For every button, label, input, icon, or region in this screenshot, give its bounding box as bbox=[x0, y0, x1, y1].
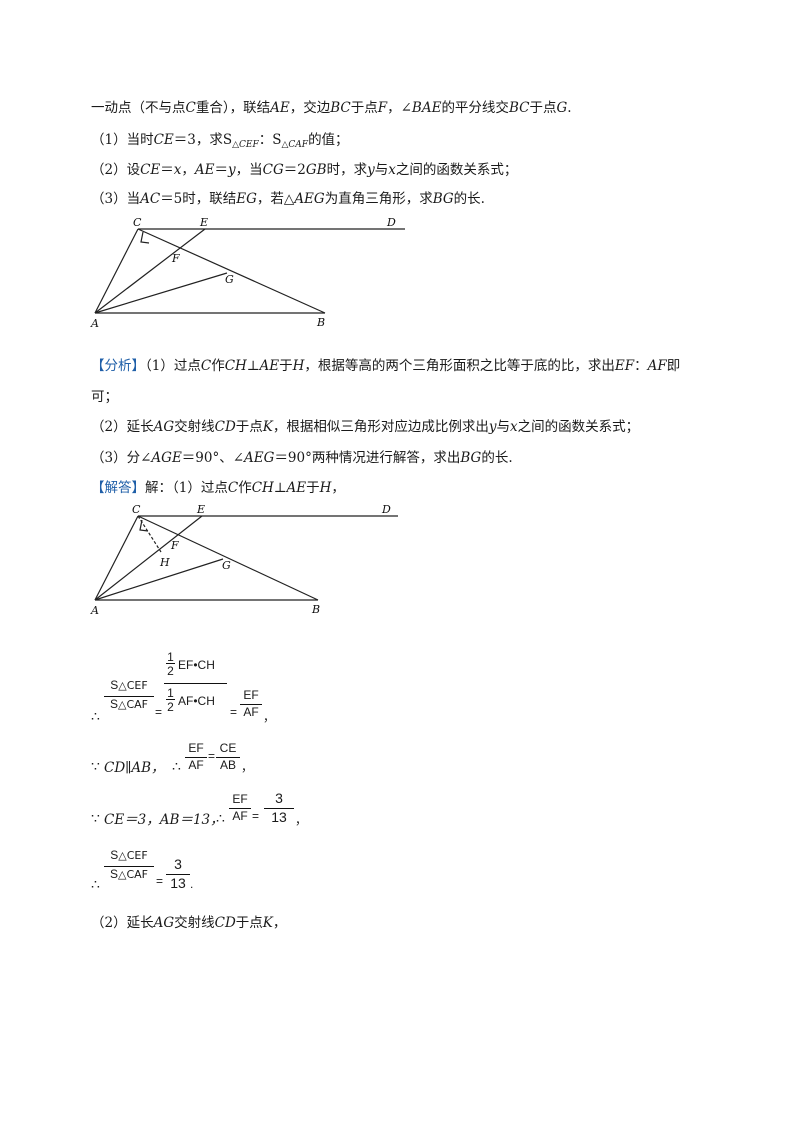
solution-line-2: （2）延长AG交射线CD于点K， bbox=[91, 915, 287, 931]
ef-af-fraction: EF AF bbox=[240, 688, 262, 721]
solution-line-1: 【解答】解：（1）过点C作CH⊥AE于H， bbox=[91, 480, 345, 496]
area-ratio-fraction-2: S△CEF S△CAF bbox=[104, 848, 154, 885]
label-E: E bbox=[199, 216, 208, 229]
half-product-fraction: 1 2 EF•CH 1 2 AF•CH bbox=[164, 650, 227, 717]
solution-tag: 【解答】 bbox=[91, 480, 145, 496]
label-F: F bbox=[170, 539, 179, 552]
label-A: A bbox=[90, 604, 99, 617]
label-A: A bbox=[90, 317, 99, 330]
analysis-line-2: （2）延长AG交射线CD于点K，根据相似三角形对应边成比例求出y与x之间的函数关… bbox=[91, 419, 640, 435]
problem-line-1: 一动点（不与点C重合），联结AE，交边BC于点F，∠BAE的平分线交BC于点G. bbox=[91, 100, 572, 116]
three-thirteenths-fraction-2: 3 13 bbox=[166, 856, 190, 893]
label-D: D bbox=[386, 216, 396, 229]
label-B: B bbox=[311, 603, 320, 616]
analysis-line-1: 【分析】（1）过点C作CH⊥AE于H，根据等高的两个三角形面积之比等于底的比，求… bbox=[91, 358, 681, 374]
question-1: （1）当时CE＝3，求S△CEF：S△CAF的值； bbox=[91, 132, 349, 150]
label-B: B bbox=[316, 316, 325, 329]
label-E: E bbox=[196, 503, 205, 516]
geometry-figure-2: C E D F H G A B bbox=[90, 503, 398, 617]
label-C: C bbox=[132, 503, 141, 516]
label-G: G bbox=[225, 273, 234, 286]
ef-af-fraction-3: EF AF bbox=[229, 792, 251, 825]
analysis-line-1-cont: 可； bbox=[91, 389, 118, 405]
label-G: G bbox=[222, 559, 231, 572]
geometry-figure-1: C E D F G A B bbox=[90, 216, 405, 330]
three-thirteenths-fraction: 3 13 bbox=[264, 790, 294, 827]
question-2: （2）设CE＝x，AE＝y，当CG＝2GB时，求y与x之间的函数关系式； bbox=[91, 162, 518, 178]
analysis-tag: 【分析】 bbox=[91, 358, 145, 374]
label-F: F bbox=[171, 252, 180, 265]
ce-ab-fraction: CE AB bbox=[216, 741, 240, 774]
label-D: D bbox=[381, 503, 391, 516]
area-ratio-fraction: S△CEF S△CAF bbox=[104, 678, 154, 715]
ef-af-fraction-2: EF AF bbox=[185, 741, 207, 774]
analysis-line-3: （3）分∠AGE＝90°、∠AEG＝90°两种情况进行解答，求出BG的长. bbox=[91, 450, 513, 466]
label-C: C bbox=[133, 216, 142, 229]
question-3: （3）当AC＝5时，联结EG，若△AEG为直角三角形，求BG的长. bbox=[91, 191, 485, 207]
label-H: H bbox=[159, 556, 170, 569]
